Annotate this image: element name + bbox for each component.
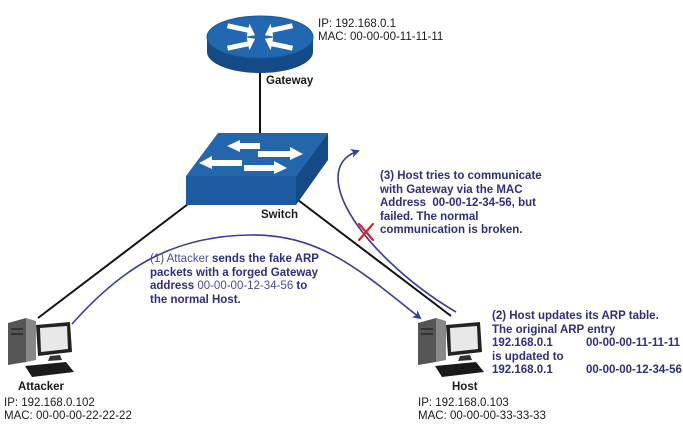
host-address: IP: 192.168.0.103 MAC: 00-00-00-33-33-33 (418, 397, 546, 423)
host-mac: MAC: 00-00-00-33-33-33 (418, 410, 546, 422)
step3-line5: communication is broken. (380, 224, 523, 236)
step2-line2: The original ARP entry (492, 323, 616, 336)
step1-forged-mac: 00-00-00-12-34-56 (197, 280, 294, 292)
gateway-label: Gateway (266, 75, 314, 87)
switch-label: Switch (261, 209, 299, 221)
gateway-address: IP: 192.168.0.1 MAC: 00-00-00-11-11-11 (318, 18, 443, 44)
arp-entry-new-ip: 192.168.0.1 (492, 364, 553, 376)
attacker-ip: IP: 192.168.0.102 (4, 397, 95, 409)
step1-line2: packets with a forged Gateway (150, 266, 319, 279)
cross-mark-icon (357, 222, 375, 242)
arrow-attacker-to-host (71, 234, 422, 325)
step3-line2: with Gateway via the MAC (380, 183, 523, 196)
step2-note: (2) Host updates its ARP table. The orig… (492, 310, 682, 378)
step1-prefix: (1) Attacker (150, 253, 209, 265)
gateway-ip: IP: 192.168.0.1 (318, 18, 397, 30)
arp-entry-old: 192.168.0.1 00-00-00-11-11-11 (492, 337, 682, 351)
arp-entry-new: 192.168.0.1 00-00-00-12-34-56 (492, 364, 682, 378)
arp-entry-old-mac: 00-00-00-11-11-11 (586, 337, 680, 349)
cable-switch-host (297, 199, 452, 317)
step3-line3: Address 00-00-12-34-56, but (380, 197, 536, 209)
arp-entry-new-mac: 00-00-00-12-34-56 (586, 364, 682, 376)
step1-line1: sends the fake ARP (208, 253, 319, 265)
step3-note: (3) Host tries to communicate with Gatew… (380, 170, 542, 238)
attacker-mac: MAC: 00-00-00-22-22-22 (4, 410, 132, 422)
cable-switch-attacker (37, 197, 197, 319)
step1-line3-post: to (293, 280, 308, 292)
step1-line4: the normal Host. (150, 293, 241, 306)
step2-line1: (2) Host updates its ARP table. (492, 310, 659, 322)
attacker-label: Attacker (18, 381, 65, 393)
step2-line4: is updated to (492, 350, 564, 363)
gateway-mac: MAC: 00-00-00-11-11-11 (318, 31, 444, 43)
step1-line3-pre: address (150, 280, 198, 292)
attacker-address: IP: 192.168.0.102 MAC: 00-00-00-22-22-22 (4, 397, 132, 423)
host-ip: IP: 192.168.0.103 (418, 397, 509, 409)
step3-line1: (3) Host tries to communicate (380, 170, 542, 182)
arrow-host-to-gateway-failed (337, 149, 457, 313)
host-label: Host (452, 381, 478, 393)
arp-entry-old-ip: 192.168.0.1 (492, 337, 553, 349)
step3-line4: failed. The normal (380, 210, 479, 223)
step1-note: (1) Attacker sends the fake ARP packets … (150, 253, 319, 307)
